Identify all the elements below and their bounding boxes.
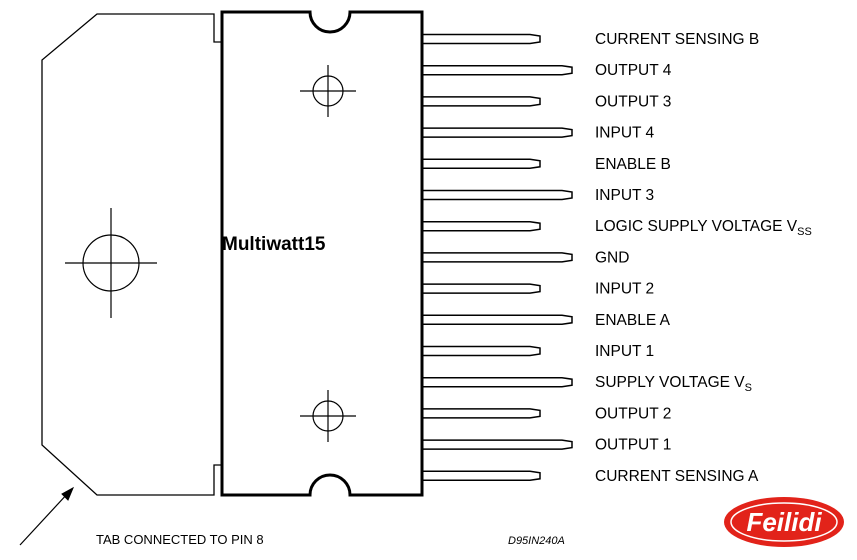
pin-label: CURRENT SENSING B <box>595 31 759 48</box>
pin-label-text: LOGIC SUPPLY VOLTAGE V <box>595 218 798 235</box>
pin-lead <box>420 252 573 263</box>
pin-label-text: OUTPUT 4 <box>595 62 672 79</box>
pin-lead <box>420 189 573 201</box>
pin-lead <box>420 158 541 170</box>
pin-lead <box>420 283 541 294</box>
pin-3: 3OUTPUT 2 <box>401 405 672 422</box>
pin-label-text: OUTPUT 2 <box>595 405 671 422</box>
pin-label: OUTPUT 2 <box>595 405 671 422</box>
tab-arrow <box>19 486 75 546</box>
package-name: Multiwatt15 <box>222 234 326 255</box>
pin-8: 8GND <box>401 249 630 266</box>
pin-label-text: OUTPUT 1 <box>595 437 671 454</box>
pin-label: OUTPUT 1 <box>595 437 671 454</box>
pin-lead <box>420 439 573 450</box>
pin-9: 9LOGIC SUPPLY VOLTAGE VSS <box>401 218 812 238</box>
pin-label-text: INPUT 1 <box>595 343 654 360</box>
pin-6: 6ENABLE A <box>401 312 671 329</box>
pin-label: ENABLE A <box>595 312 671 329</box>
pin-label-text: INPUT 3 <box>595 187 654 204</box>
pin-lead <box>420 96 541 107</box>
pin-label: INPUT 2 <box>595 281 654 298</box>
pin-4: 4SUPPLY VOLTAGE VS <box>401 374 752 394</box>
pin-label-text: SUPPLY VOLTAGE V <box>595 374 745 391</box>
heatsink-tab-outline <box>41 13 222 496</box>
pin-lead <box>420 470 541 482</box>
pin-label-text: CURRENT SENSING B <box>595 31 759 48</box>
pin-label-text: ENABLE A <box>595 312 671 329</box>
pin-lead <box>420 33 541 45</box>
upper-crosshair-icon <box>300 65 356 117</box>
pin-lead <box>420 408 541 419</box>
pin-label: INPUT 1 <box>595 343 654 360</box>
pin-lead <box>420 64 573 76</box>
pin-label-text: GND <box>595 249 629 266</box>
pin-label-text: INPUT 4 <box>595 125 655 142</box>
lower-crosshair-icon <box>300 390 356 442</box>
pin-14: 14OUTPUT 4 <box>392 62 671 79</box>
tab-note: TAB CONNECTED TO PIN 8 <box>96 532 264 547</box>
brand-logo: Feilidi <box>724 497 844 547</box>
pin-15: 15CURRENT SENSING B <box>392 31 759 48</box>
pin-label-text: ENABLE B <box>595 156 671 173</box>
brand-logo-text: Feilidi <box>746 507 822 537</box>
pin-lead <box>420 314 573 326</box>
pin-label: INPUT 4 <box>595 125 655 142</box>
pin-13: 13OUTPUT 3 <box>392 93 671 110</box>
pin-12: 12INPUT 4 <box>392 125 654 142</box>
pin-label: CURRENT SENSING A <box>595 468 759 485</box>
pin-label: ENABLE B <box>595 156 671 173</box>
pin-label: LOGIC SUPPLY VOLTAGE VSS <box>595 218 812 238</box>
pin-10: 10INPUT 3 <box>392 187 654 204</box>
pin-11: 11ENABLE B <box>393 156 670 173</box>
pin-label: GND <box>595 249 629 266</box>
pin-5: 5INPUT 1 <box>401 343 655 360</box>
pins-group: 15CURRENT SENSING B 14OUTPUT 4 13OUTPUT 3 1… <box>392 31 812 485</box>
pin-label: SUPPLY VOLTAGE VS <box>595 374 752 394</box>
pin-lead <box>420 376 573 388</box>
pin-7: 7INPUT 2 <box>401 281 655 298</box>
pin-label: OUTPUT 4 <box>595 62 672 79</box>
pin-label: OUTPUT 3 <box>595 93 671 110</box>
pin-label-text: CURRENT SENSING A <box>595 468 759 485</box>
pin-lead <box>420 127 573 138</box>
pin-label: INPUT 3 <box>595 187 654 204</box>
pin-label-text: OUTPUT 3 <box>595 93 671 110</box>
pin-lead <box>420 220 541 232</box>
tab-mounting-hole-icon <box>65 208 157 318</box>
pin-lead <box>420 345 541 357</box>
pin-label-subscript: S <box>745 382 752 394</box>
pin-label-text: INPUT 2 <box>595 281 654 298</box>
pin-label-subscript: SS <box>797 226 812 238</box>
drawing-code: D95IN240A <box>508 535 565 547</box>
package-body <box>220 10 424 497</box>
